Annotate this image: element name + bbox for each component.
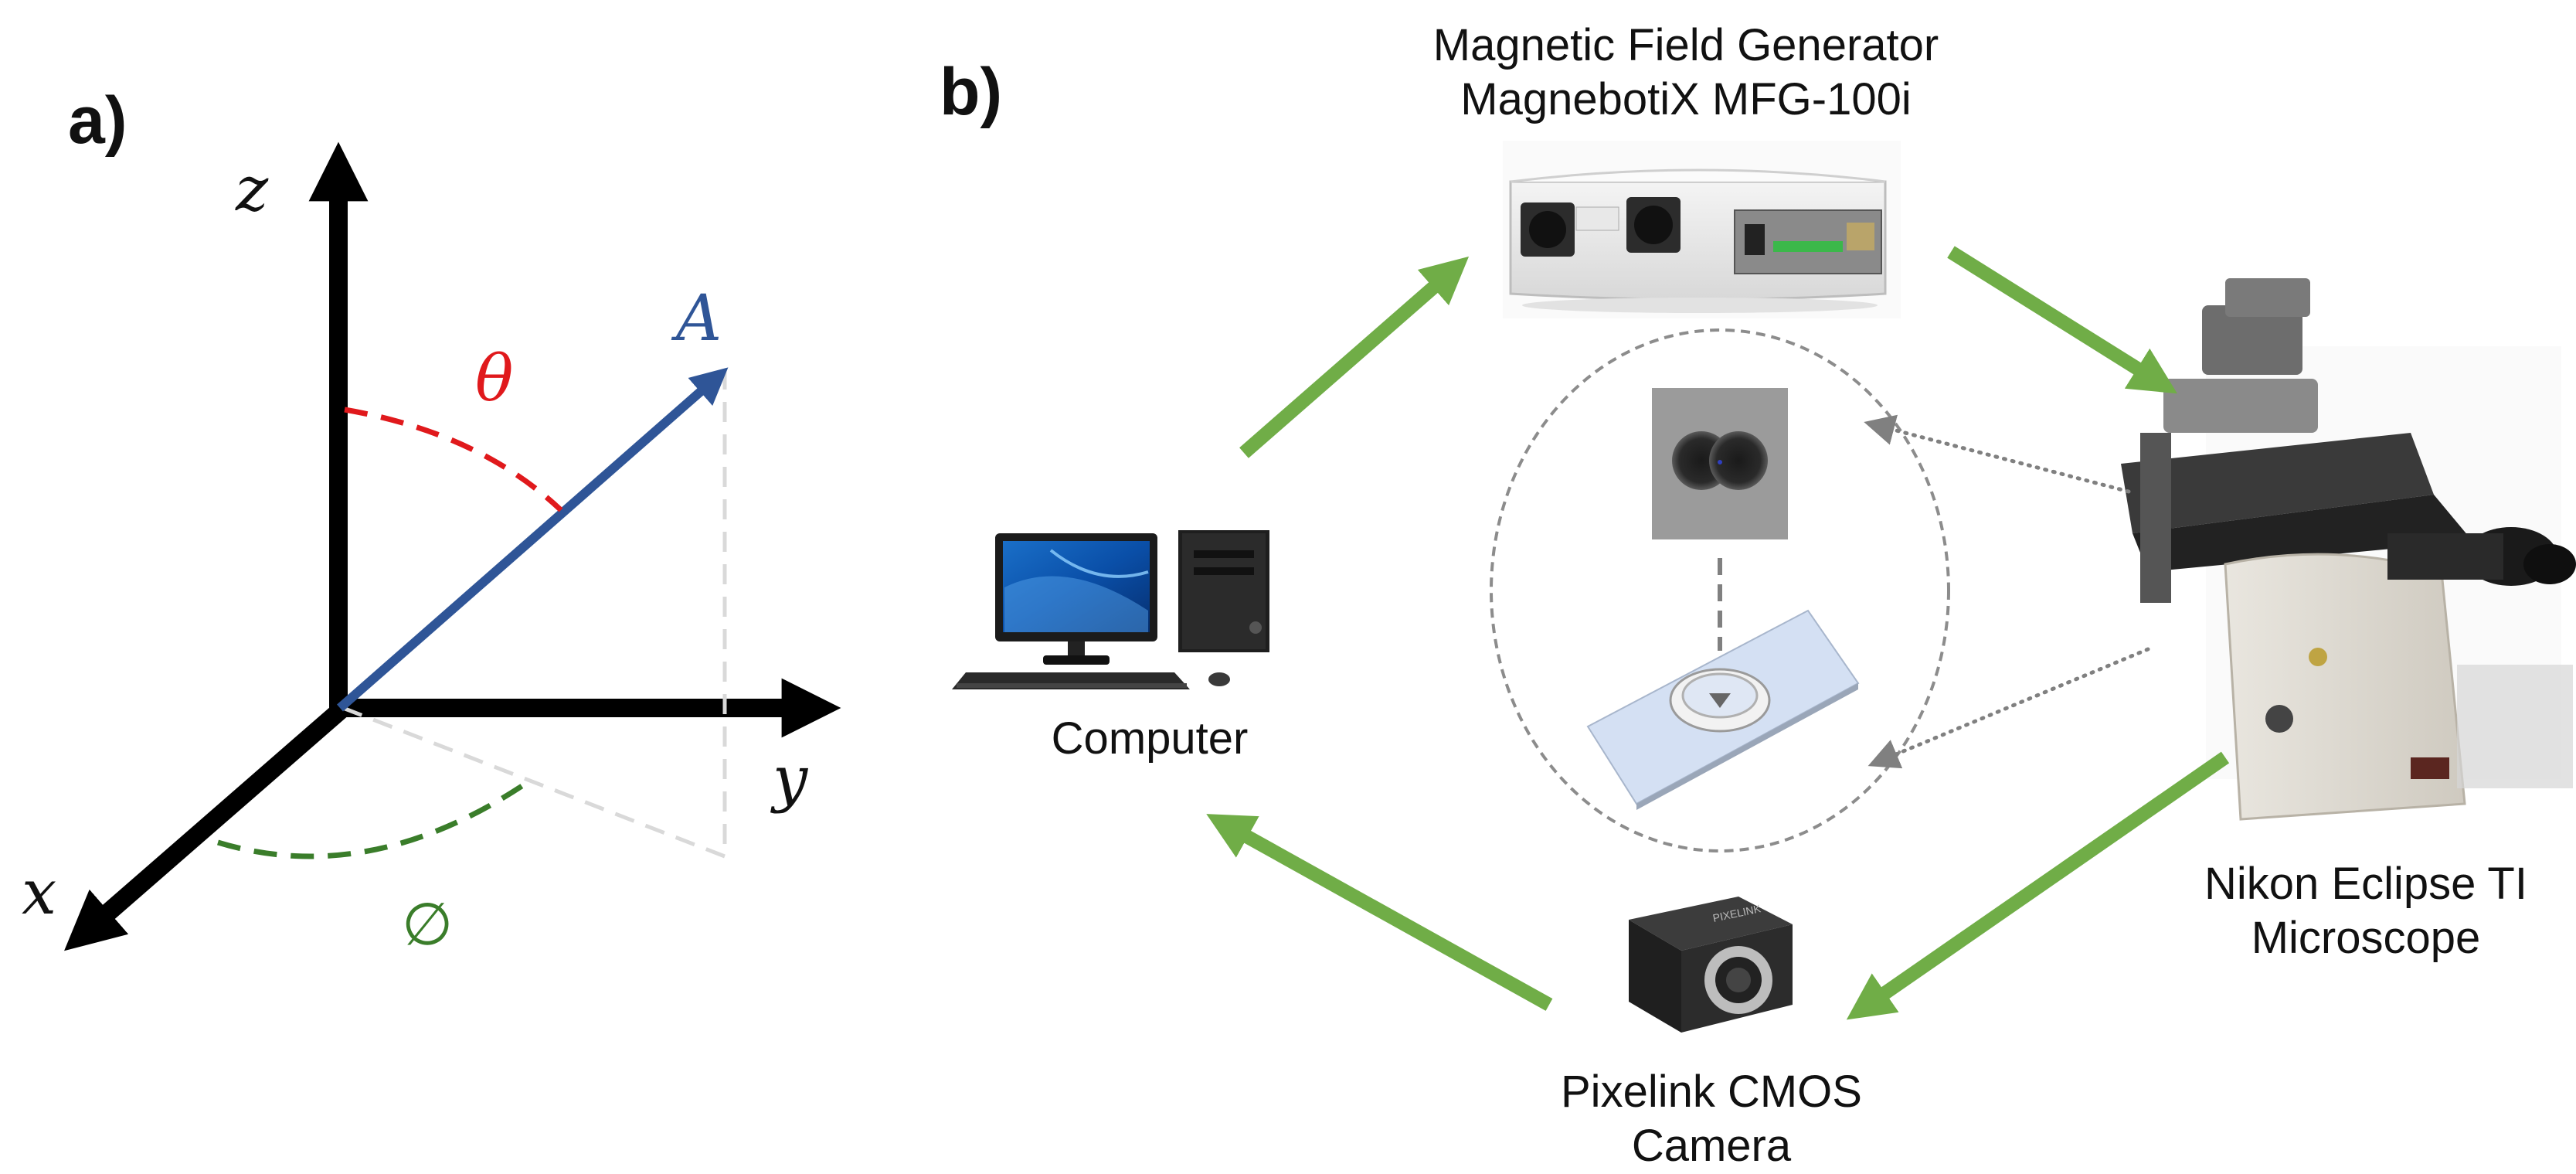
dotted-pointer-upper [1864,414,2131,494]
microscope-label-line2: Microscope [2251,913,2481,963]
arrow-microscope-to-camera [1846,751,2230,1020]
computer-image [952,530,1269,689]
vector-a [337,367,729,712]
y-axis-label: y [770,743,809,815]
phi-arc [216,778,532,859]
z-axis-label: z [235,153,269,225]
panel-b: b) Magnetic Field Generator MagnebotiX M… [940,20,2576,1171]
panel-a-label: a) [68,83,127,158]
x-axis-label: x [22,856,56,928]
computer-label: Computer [1052,713,1249,764]
magnetic-field-generator-image [1503,141,1901,318]
arrow-camera-to-computer [1206,814,1553,1011]
microscope-label-line1: Nikon Eclipse TI [2204,859,2527,909]
glass-slide [1586,609,1860,810]
arrow-computer-to-generator [1239,256,1470,458]
sample-inset [1490,328,1950,852]
generator-title-line2: MagnebotiX MFG-100i [1460,74,1911,124]
panel-b-label: b) [940,55,1002,129]
phi-label: ∅ [402,892,453,958]
dotted-pointers [1864,414,2150,769]
camera-image: PIXELINK [1629,897,1793,1033]
x-axis [64,700,349,951]
camera-label-line1: Pixelink CMOS [1561,1067,1862,1117]
magnetic-bead-dimer [1672,431,1768,490]
camera-label-line2: Camera [1632,1121,1792,1171]
generator-title-line1: Magnetic Field Generator [1433,20,1939,70]
panel-a: a) z y x A θ ∅ [22,83,841,958]
dotted-pointer-lower [1867,647,2150,769]
vector-a-label: A [671,282,722,356]
microscope-image [2121,278,2576,821]
theta-label: θ [475,342,513,416]
projection-lines [342,369,727,859]
inset-dashed-circle [1490,328,1950,852]
theta-arc [344,407,563,512]
arrow-generator-to-microscope [1947,246,2177,394]
flow-arrows [1206,246,2230,1020]
